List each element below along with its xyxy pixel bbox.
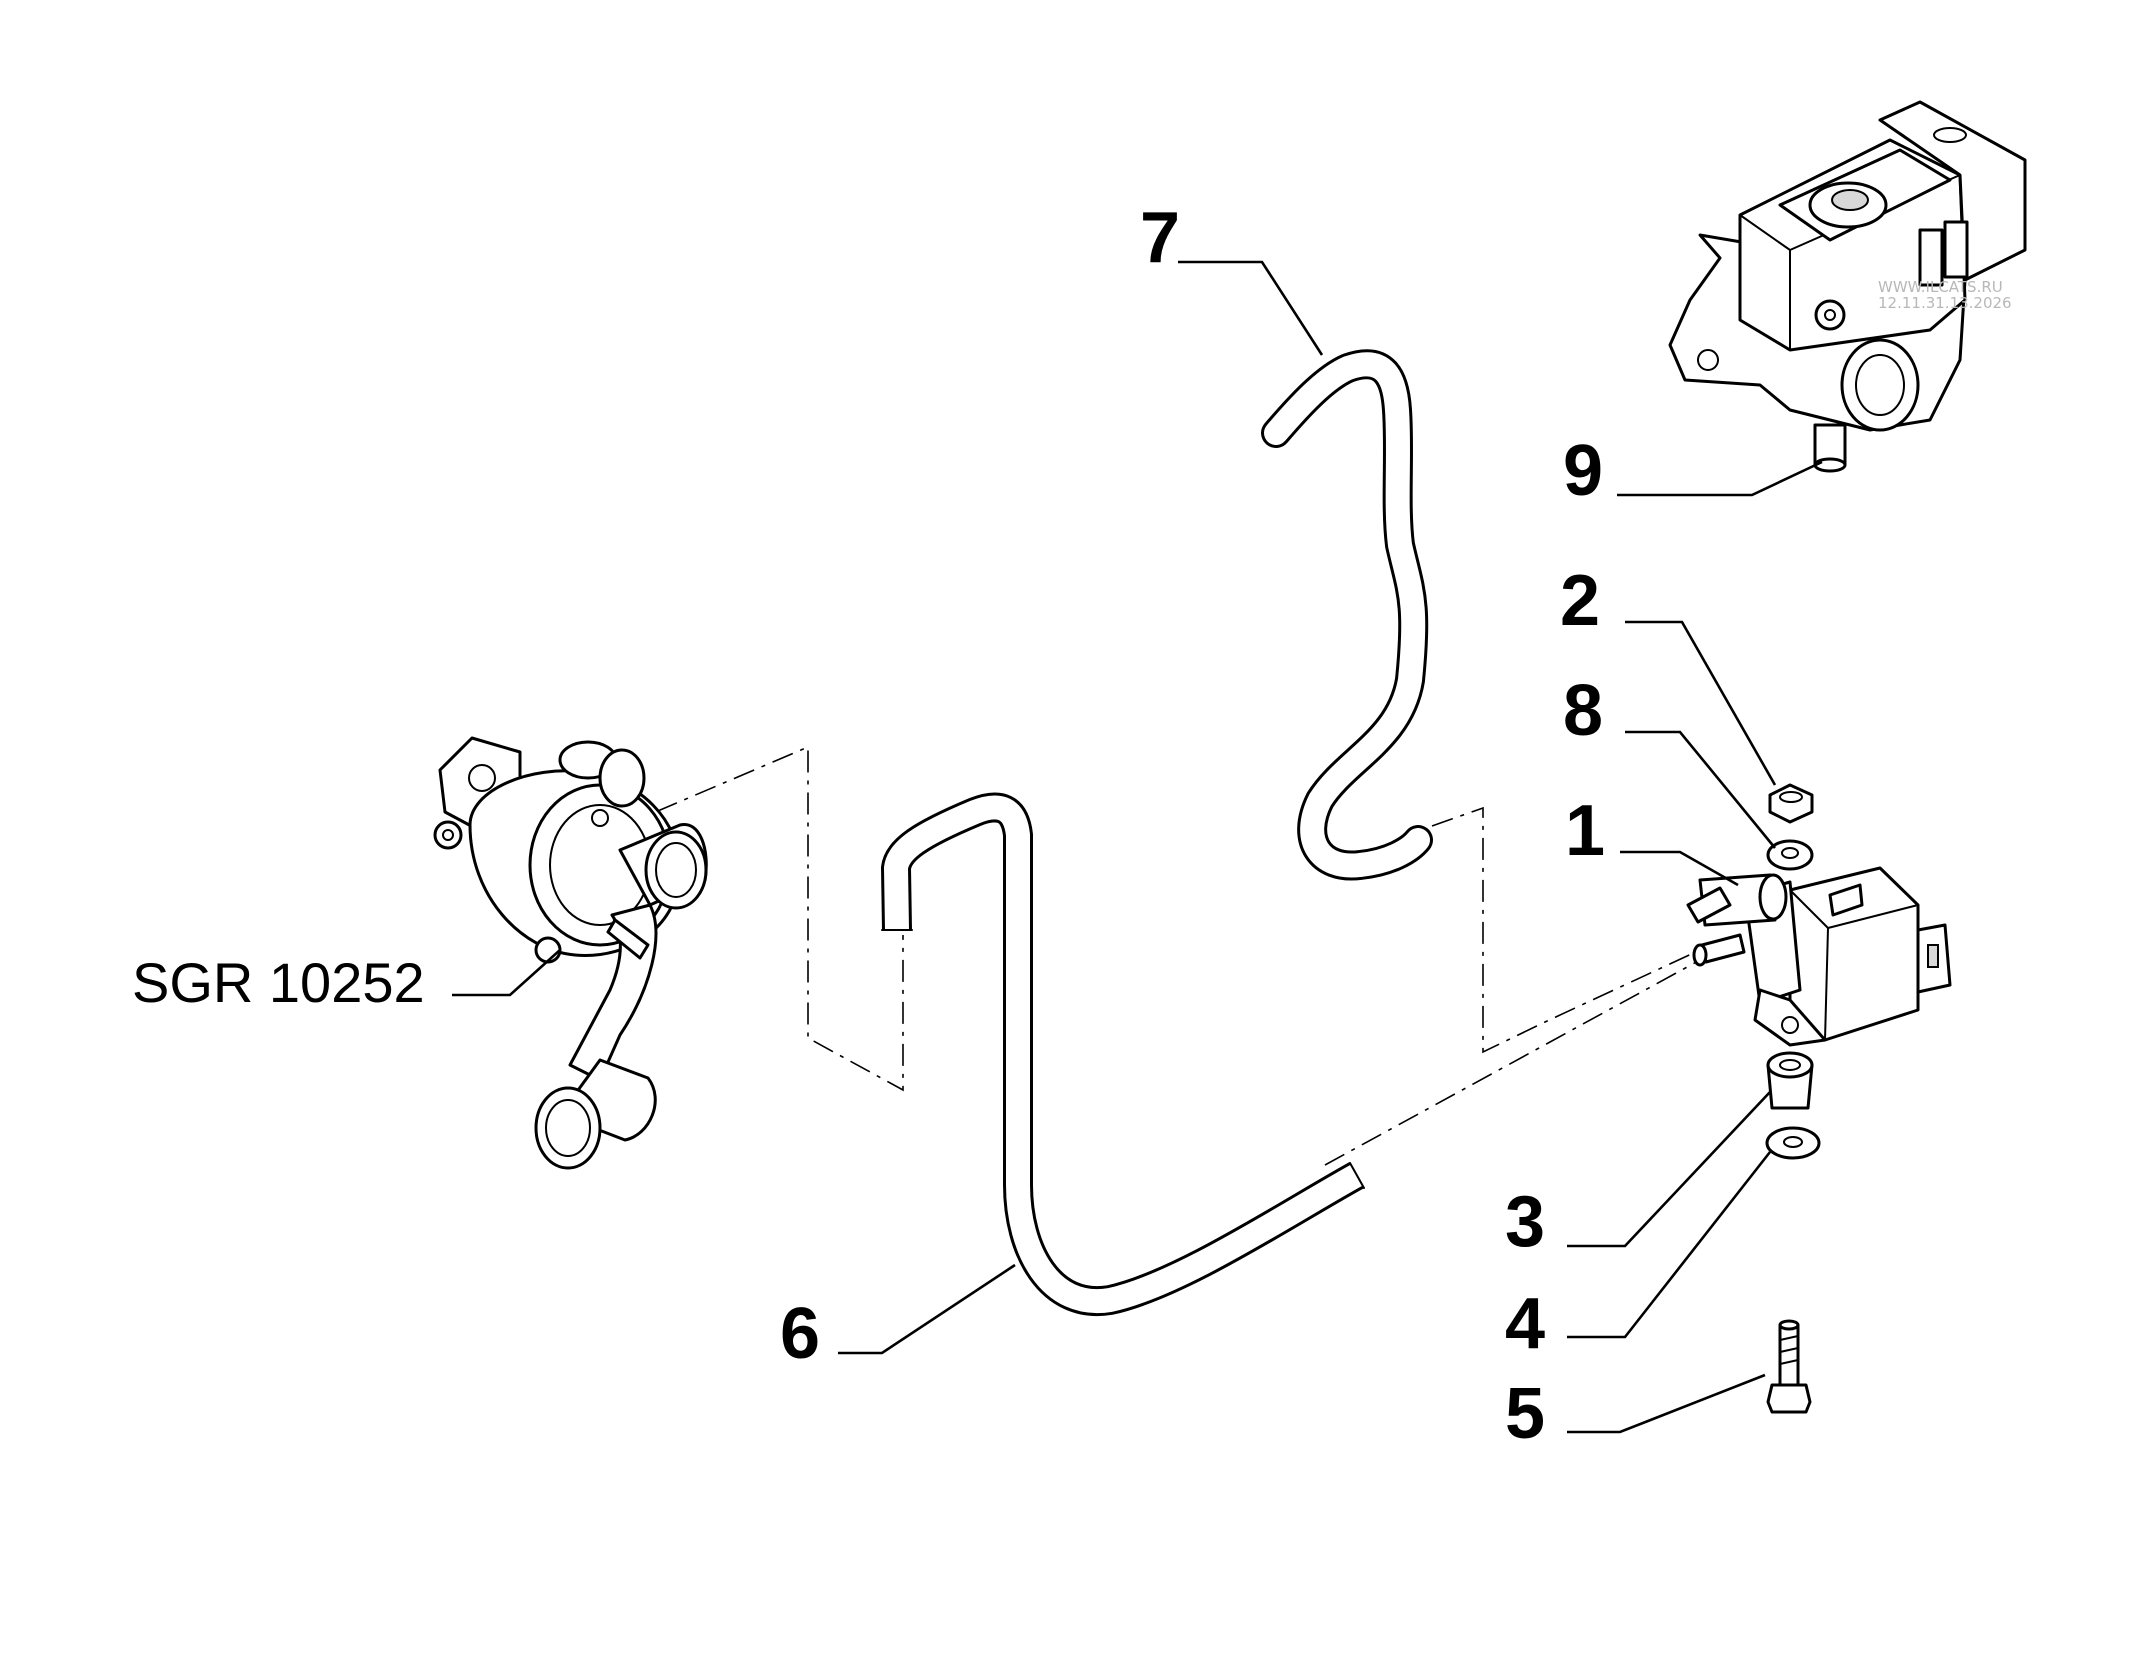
hose-7[interactable] — [1261, 349, 1433, 881]
leader-lines — [452, 260, 1823, 1434]
callout-8: 8 — [1563, 671, 1603, 751]
callout-7: 7 — [1140, 198, 1180, 278]
washer-4[interactable] — [1765, 1126, 1821, 1160]
callout-sgr-reference[interactable]: SGR 10252 — [132, 951, 425, 1014]
callout-labels: 7 9 2 8 1 3 4 5 6 SGR 10252 — [132, 198, 1605, 1454]
solenoid-valve-1[interactable] — [1686, 866, 1952, 1047]
nut-2[interactable] — [1768, 783, 1814, 824]
watermark-line-1: WWW.ILCATS.RU — [1878, 278, 2003, 296]
washer-8[interactable] — [1766, 839, 1814, 871]
hose-6[interactable] — [881, 792, 1365, 1317]
dashed-connections — [617, 745, 1701, 1166]
actuator-9[interactable] — [1668, 100, 2027, 473]
callout-3: 3 — [1505, 1182, 1545, 1262]
callout-1: 1 — [1565, 791, 1605, 871]
callout-6: 6 — [780, 1294, 820, 1374]
bolt-5[interactable] — [1766, 1319, 1812, 1414]
sgr-valve-assembly[interactable] — [433, 736, 708, 1170]
callout-4: 4 — [1505, 1284, 1545, 1364]
watermark-line-2: 12.11.31.13.2026 — [1878, 294, 2012, 312]
callout-2: 2 — [1560, 561, 1600, 641]
callout-5: 5 — [1505, 1374, 1545, 1454]
watermark: WWW.ILCATS.RU 12.11.31.13.2026 — [1878, 278, 2012, 312]
callout-9: 9 — [1563, 431, 1603, 511]
bushing-3[interactable] — [1766, 1051, 1814, 1110]
